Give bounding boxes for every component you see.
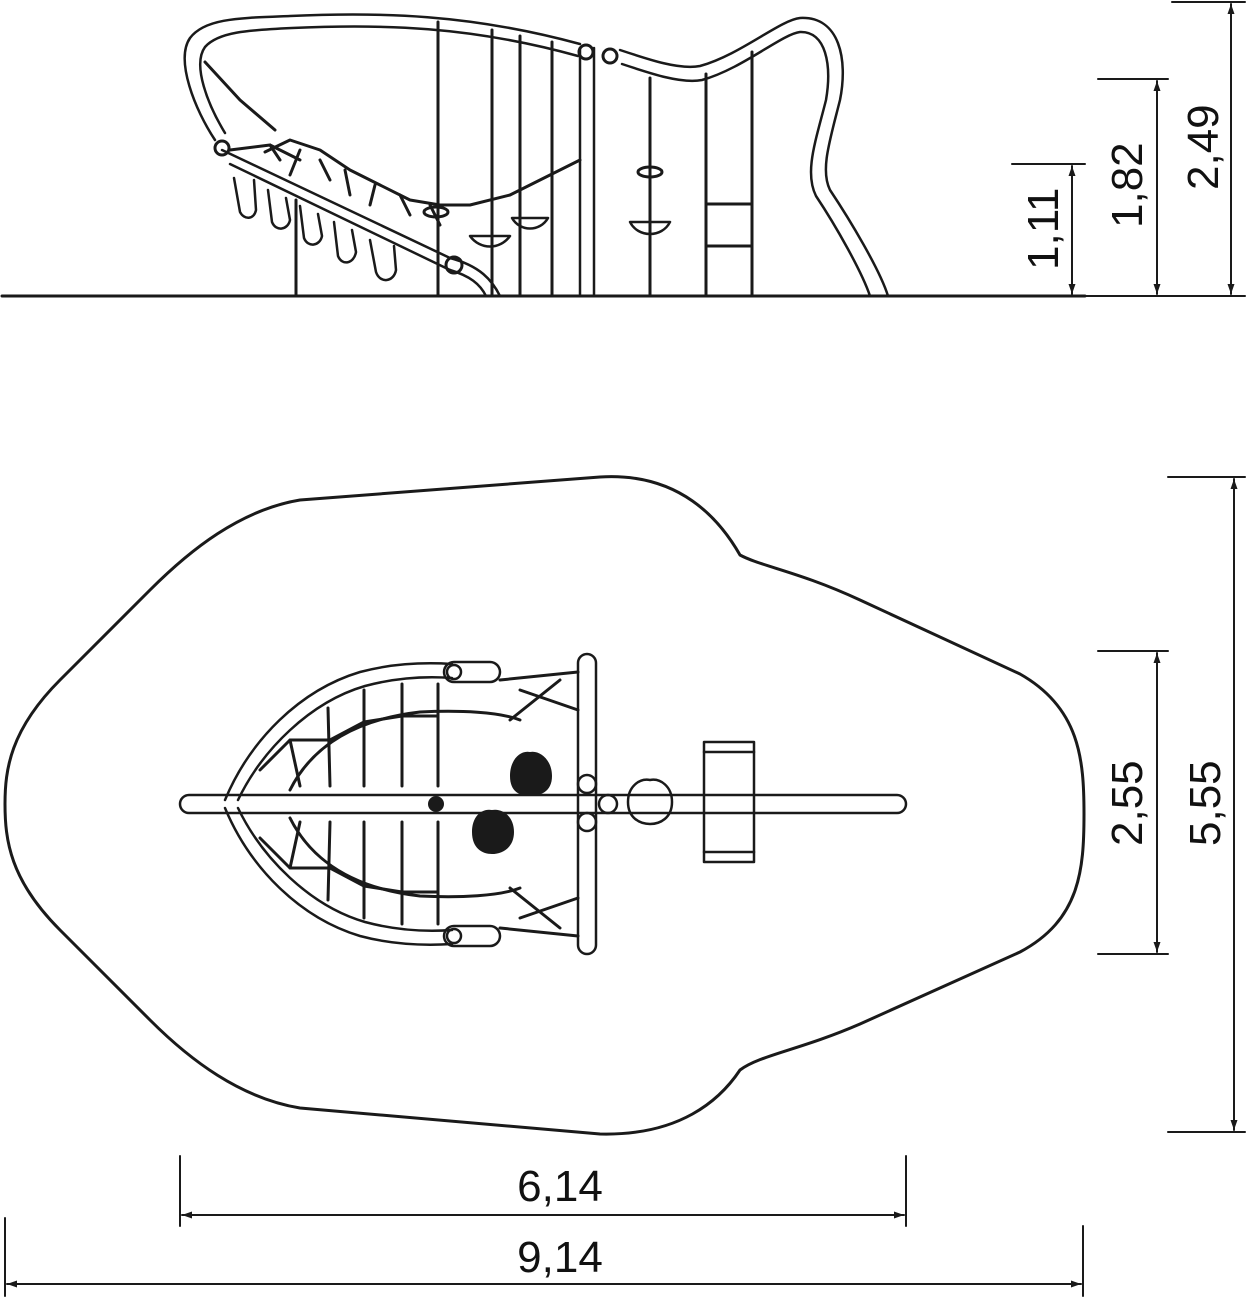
top-view: 2,55 5,55 6,14 9,14 xyxy=(3,475,1246,1297)
boat-hull-outer xyxy=(223,662,454,946)
boat-hull-inner xyxy=(236,676,454,932)
height-label-249: 2,49 xyxy=(1179,104,1228,190)
depth-label-255: 2,55 xyxy=(1103,760,1152,846)
frame-arch-inner xyxy=(199,25,580,135)
coupling-icon xyxy=(597,793,619,815)
boat-tube-upper xyxy=(220,148,452,260)
coupling-icon xyxy=(576,811,598,833)
height-label-182: 1,82 xyxy=(1103,142,1152,228)
boat-inner-line xyxy=(288,709,522,899)
width-dimensions xyxy=(4,1155,1084,1297)
boat-tube-lower xyxy=(228,162,452,272)
depth-dimensions xyxy=(1097,476,1246,1133)
depth-label-555: 5,55 xyxy=(1181,760,1230,846)
hull-tube-end xyxy=(442,660,502,684)
side-ropes xyxy=(498,670,580,938)
vertical-ropes xyxy=(294,20,754,298)
hanging-seats xyxy=(232,176,398,282)
ladder-top xyxy=(702,740,756,864)
step-pad xyxy=(628,220,672,236)
main-beam xyxy=(178,793,908,815)
frame-right-inner xyxy=(620,30,872,298)
side-view: 1,11 1,82 2,49 xyxy=(0,1,1246,298)
height-dimensions xyxy=(1011,1,1246,297)
step-pad xyxy=(510,216,550,230)
step-pad xyxy=(422,205,450,219)
dark-pad xyxy=(472,809,514,854)
light-pad xyxy=(626,778,674,826)
width-label-614: 6,14 xyxy=(517,1162,603,1211)
hull-tube-end xyxy=(442,924,502,948)
width-label-914: 9,14 xyxy=(517,1233,603,1282)
cross-bar xyxy=(576,652,598,956)
frame-arch-outer xyxy=(183,13,582,142)
coupling-icon xyxy=(445,927,463,945)
height-label-111: 1,11 xyxy=(1019,188,1068,270)
step-pad xyxy=(636,165,664,179)
climbing-net xyxy=(203,60,582,227)
coupling-icon xyxy=(576,773,598,795)
dark-pad xyxy=(510,751,552,796)
coupling-icon xyxy=(213,139,231,157)
step-pad xyxy=(468,234,512,248)
coupling-icon xyxy=(428,796,444,812)
net-ribs xyxy=(258,682,440,926)
coupling-icon xyxy=(444,255,464,275)
safety-area-outline xyxy=(3,475,1086,1136)
coupling-icon xyxy=(601,47,619,65)
frame-right-outer xyxy=(618,16,890,298)
coupling-icon xyxy=(445,663,463,681)
